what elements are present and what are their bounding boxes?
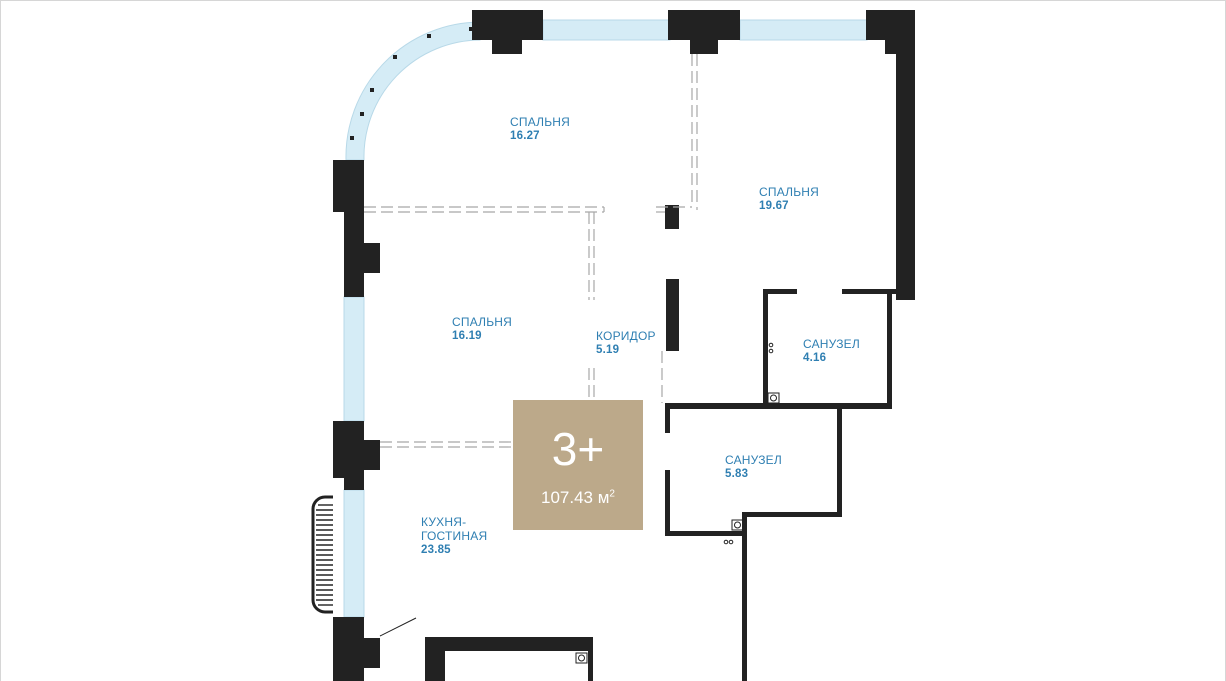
pillar-left-lower <box>333 617 380 681</box>
room-name: САНУЗЕЛ <box>725 453 782 467</box>
room-area: 4.16 <box>803 352 827 364</box>
room-bedroom-2: СПАЛЬНЯ 19.67 <box>759 185 819 213</box>
partition-stub <box>665 205 679 229</box>
room-bathroom-2: САНУЗЕЛ 5.83 <box>725 453 782 481</box>
apartment-area-unit: 2 <box>609 488 615 500</box>
pillar-top-left <box>472 10 543 54</box>
partition-corridor <box>666 279 679 351</box>
room-name: КУХНЯ- <box>421 515 467 529</box>
room-name: СПАЛЬНЯ <box>510 115 571 129</box>
room-area: 5.19 <box>596 344 620 356</box>
room-area: 19.67 <box>759 200 789 212</box>
door-swing <box>379 617 417 637</box>
room-area: 16.27 <box>510 130 540 142</box>
wall-right-outer <box>866 10 915 300</box>
window-mullions <box>350 27 473 140</box>
apartment-area: 107.43 м2 <box>513 488 643 508</box>
room-kitchen-living: КУХНЯ- ГОСТИНАЯ 23.85 <box>421 515 487 557</box>
room-area: 5.83 <box>725 468 749 480</box>
zone-boundaries <box>364 54 698 448</box>
window-top-2 <box>739 19 868 41</box>
room-area: 16.19 <box>452 330 482 342</box>
room-corridor: КОРИДОР 5.19 <box>596 329 656 357</box>
room-area: 23.85 <box>421 544 451 556</box>
pillar-left-upper <box>333 160 380 297</box>
room-bedroom-3: СПАЛЬНЯ 16.19 <box>452 315 512 343</box>
window-left-2 <box>343 489 365 618</box>
balcony <box>311 495 333 614</box>
plumbing-fixtures <box>575 342 780 664</box>
pillar-top-middle <box>668 10 740 54</box>
apartment-badge: 3+ 107.43 м2 <box>513 400 643 530</box>
apartment-area-value: 107.43 м <box>541 488 610 507</box>
curved-window <box>345 21 481 161</box>
room-name: САНУЗЕЛ <box>803 337 860 351</box>
pillar-left-middle <box>333 421 380 490</box>
window-top-1 <box>542 19 671 41</box>
room-bathroom-1: САНУЗЕЛ 4.16 <box>803 337 860 365</box>
walls <box>333 10 915 681</box>
room-name-line2: ГОСТИНАЯ <box>421 529 488 543</box>
wall-bath-divider <box>665 403 892 409</box>
room-name: СПАЛЬНЯ <box>759 185 820 199</box>
room-bedroom-1: СПАЛЬНЯ 16.27 <box>510 115 570 143</box>
room-name: СПАЛЬНЯ <box>452 315 513 329</box>
apartment-type: 3+ <box>551 423 605 475</box>
window-left-1 <box>343 296 365 422</box>
windows <box>343 19 868 618</box>
room-name: КОРИДОР <box>596 329 656 343</box>
